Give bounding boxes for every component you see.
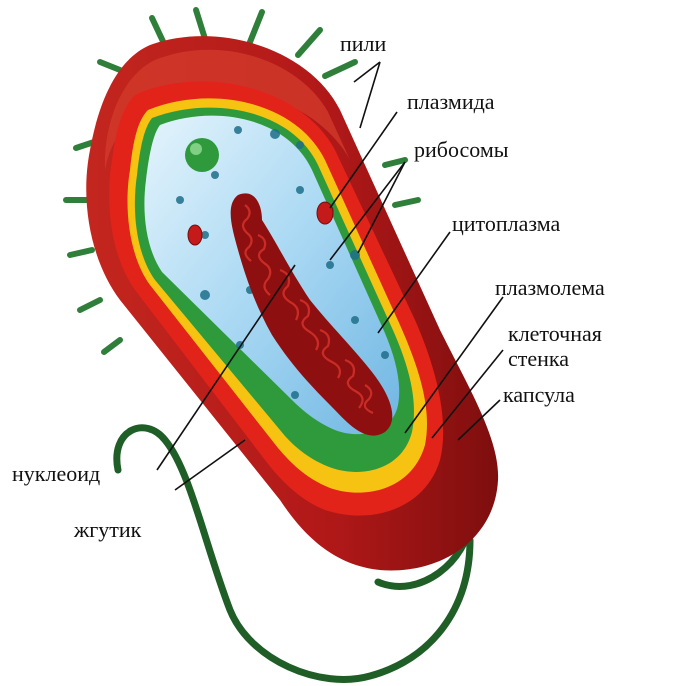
label-flagellum: жгутик xyxy=(73,517,142,542)
inclusion-granule-highlight xyxy=(190,143,202,155)
label-cytoplasm: цитоплазма xyxy=(452,211,561,236)
label-cell-wall-line2: стенка xyxy=(508,346,569,371)
label-capsule: капсула xyxy=(503,382,575,407)
label-plasmalemma: плазмолема xyxy=(495,275,605,300)
label-ribosomes: рибосомы xyxy=(414,137,509,162)
label-cell-wall-line1: клеточная xyxy=(508,321,602,346)
inclusion-granule xyxy=(185,138,219,172)
label-pili: пили xyxy=(340,31,387,56)
label-nucleoid: нуклеоид xyxy=(12,461,100,486)
label-plasmid: плазмида xyxy=(407,89,495,114)
